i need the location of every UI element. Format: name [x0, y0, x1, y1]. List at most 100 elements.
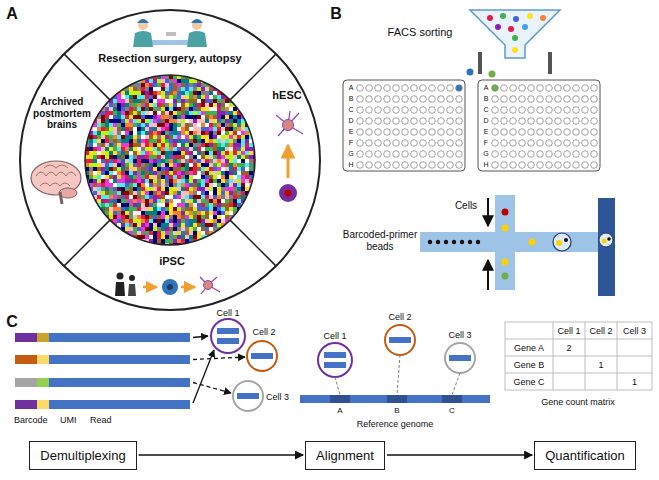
- drawing-rect: [85, 119, 89, 123]
- drawing-rect: [245, 91, 249, 95]
- drawing-rect: [85, 127, 89, 131]
- drawing-rect: [233, 203, 237, 207]
- drawing-rect: [209, 135, 213, 139]
- drawing-rect: [217, 207, 221, 211]
- drawing-rect: [193, 167, 197, 171]
- drawing-circle: [384, 85, 391, 92]
- drawing-line: [181, 286, 195, 289]
- drawing-rect: [109, 167, 113, 171]
- drawing-rect: [97, 243, 101, 247]
- drawing-rect: [121, 119, 125, 123]
- drawing-rect: [209, 143, 213, 147]
- drawing-rect: [85, 103, 89, 107]
- drawing-path: [60, 192, 62, 204]
- drawing-rect: [245, 139, 249, 143]
- drawing-circle: [167, 284, 173, 290]
- drawing-rect: [125, 167, 129, 171]
- drawing-rect: [213, 99, 217, 103]
- drawing-rect: [137, 243, 141, 247]
- drawing-rect: [105, 111, 109, 115]
- drawing-rect: [229, 223, 233, 227]
- drawing-rect: [197, 171, 201, 175]
- drawing-rect: [101, 219, 105, 223]
- drawing-rect: [93, 187, 97, 191]
- drawing-rect: [213, 195, 217, 199]
- drawing-rect: [161, 223, 165, 227]
- drawing-rect: [113, 203, 117, 207]
- drawing-rect: [165, 199, 169, 203]
- drawing-rect: [241, 239, 245, 243]
- drawing-rect: [201, 127, 205, 131]
- drawing-rect: [97, 219, 101, 223]
- drawing-rect: [137, 103, 141, 107]
- drawing-rect: [165, 99, 169, 103]
- drawing-rect: [249, 219, 253, 223]
- drawing-rect: [166, 32, 176, 36]
- drawing-rect: [117, 171, 121, 175]
- drawing-rect: [221, 111, 225, 115]
- drawing-rect: [181, 115, 185, 119]
- drawing-rect: [141, 111, 145, 115]
- drawing-rect: [217, 215, 221, 219]
- drawing-rect: [209, 79, 213, 83]
- drawing-rect: [249, 227, 253, 231]
- drawing-rect: [193, 163, 197, 167]
- drawing-rect: [105, 175, 109, 179]
- drawing-rect: [221, 155, 225, 159]
- drawing-rect: [105, 239, 109, 243]
- drawing-rect: [105, 127, 109, 131]
- drawing-rect: [177, 203, 181, 207]
- drawing-rect: [253, 115, 257, 119]
- drawing-rect: [213, 79, 217, 83]
- drawing-rect: [129, 167, 133, 171]
- drawing-rect: [217, 167, 221, 171]
- drawing-circle: [357, 140, 364, 147]
- drawing-rect: [161, 239, 165, 243]
- drawing-rect: [237, 219, 241, 223]
- drawing-rect: [133, 119, 137, 123]
- drawing-rect: [113, 111, 117, 115]
- drawing-rect: [213, 155, 217, 159]
- drawing-rect: [117, 187, 121, 191]
- drawing-rect: [145, 183, 149, 187]
- drawing-rect: [189, 111, 193, 115]
- drawing-rect: [105, 235, 109, 239]
- drawing-rect: [205, 119, 209, 123]
- drawing-rect: [253, 207, 257, 211]
- drawing-rect: [97, 123, 101, 127]
- drawing-rect: [221, 199, 225, 203]
- drawing-rect: [85, 191, 89, 195]
- drawing-rect: [157, 107, 161, 111]
- drawing-rect: [141, 199, 145, 203]
- drawing-rect: [97, 135, 101, 139]
- drawing-rect: [229, 115, 233, 119]
- drawing-rect: [165, 115, 169, 119]
- drawing-rect: [197, 235, 201, 239]
- drawing-line: [230, 220, 276, 266]
- drawing-rect: [169, 175, 173, 179]
- drawing-circle: [489, 71, 496, 78]
- drawing-rect: [89, 211, 93, 215]
- drawing-rect: [97, 79, 101, 83]
- drawing-rect: [173, 119, 177, 123]
- drawing-rect: [209, 175, 213, 179]
- drawing-rect: [181, 203, 185, 207]
- drawing-rect: [109, 171, 113, 175]
- drawing-rect: [157, 175, 161, 179]
- drawing-rect: [133, 163, 137, 167]
- drawing-rect: [93, 139, 97, 143]
- drawing-rect: [153, 143, 157, 147]
- drawing-rect: [173, 183, 177, 187]
- drawing-rect: [89, 159, 93, 163]
- drawing-rect: [145, 111, 149, 115]
- drawing-rect: [129, 219, 133, 223]
- drawing-rect: [193, 151, 197, 155]
- drawing-circle: [447, 96, 454, 103]
- drawing-rect: [165, 155, 169, 159]
- drawing-rect: [97, 151, 101, 155]
- drawing-rect: [185, 127, 189, 131]
- drawing-rect: [125, 143, 129, 147]
- drawing-rect: [181, 107, 185, 111]
- drawing-rect: [181, 227, 185, 231]
- drawing-rect: [193, 87, 197, 91]
